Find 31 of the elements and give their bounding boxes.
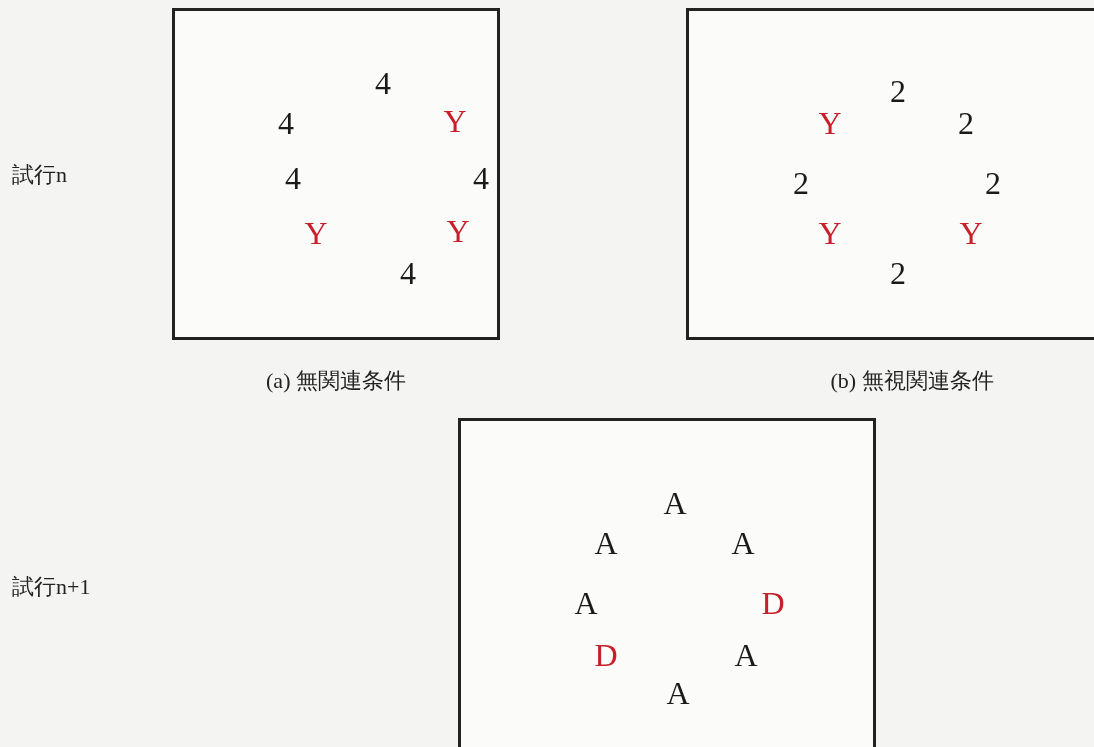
stimulus-character: 4	[285, 162, 301, 194]
stimulus-character: Y	[446, 215, 470, 247]
condition-caption: (b) 無視関連条件	[830, 367, 994, 395]
stimulus-character: A	[594, 527, 618, 559]
stimulus-character: 4	[375, 67, 391, 99]
stimulus-character: D	[594, 639, 618, 671]
stimulus-character: 2	[985, 167, 1001, 199]
stimulus-character: A	[666, 677, 690, 709]
stimulus-character: 2	[890, 75, 906, 107]
stimulus-character: 2	[890, 257, 906, 289]
stimulus-character: A	[734, 639, 758, 671]
trial-label: 試行n+1	[12, 573, 91, 601]
stimulus-frame	[172, 8, 500, 340]
stimulus-character: 4	[400, 257, 416, 289]
stimulus-character: 4	[278, 107, 294, 139]
stimulus-character: Y	[959, 217, 983, 249]
stimulus-frame	[686, 8, 1094, 340]
stimulus-character: 2	[958, 107, 974, 139]
stimulus-character: Y	[304, 217, 328, 249]
stimulus-character: 2	[793, 167, 809, 199]
stimulus-character: Y	[443, 105, 467, 137]
stimulus-character: Y	[818, 217, 842, 249]
stimulus-character: Y	[818, 107, 842, 139]
trial-label: 試行n	[12, 161, 67, 189]
stimulus-frame	[458, 418, 876, 747]
stimulus-character: 4	[473, 162, 489, 194]
condition-caption: (a) 無関連条件	[266, 367, 406, 395]
stimulus-character: A	[663, 487, 687, 519]
stimulus-character: A	[731, 527, 755, 559]
stimulus-character: A	[574, 587, 598, 619]
stimulus-character: D	[761, 587, 785, 619]
